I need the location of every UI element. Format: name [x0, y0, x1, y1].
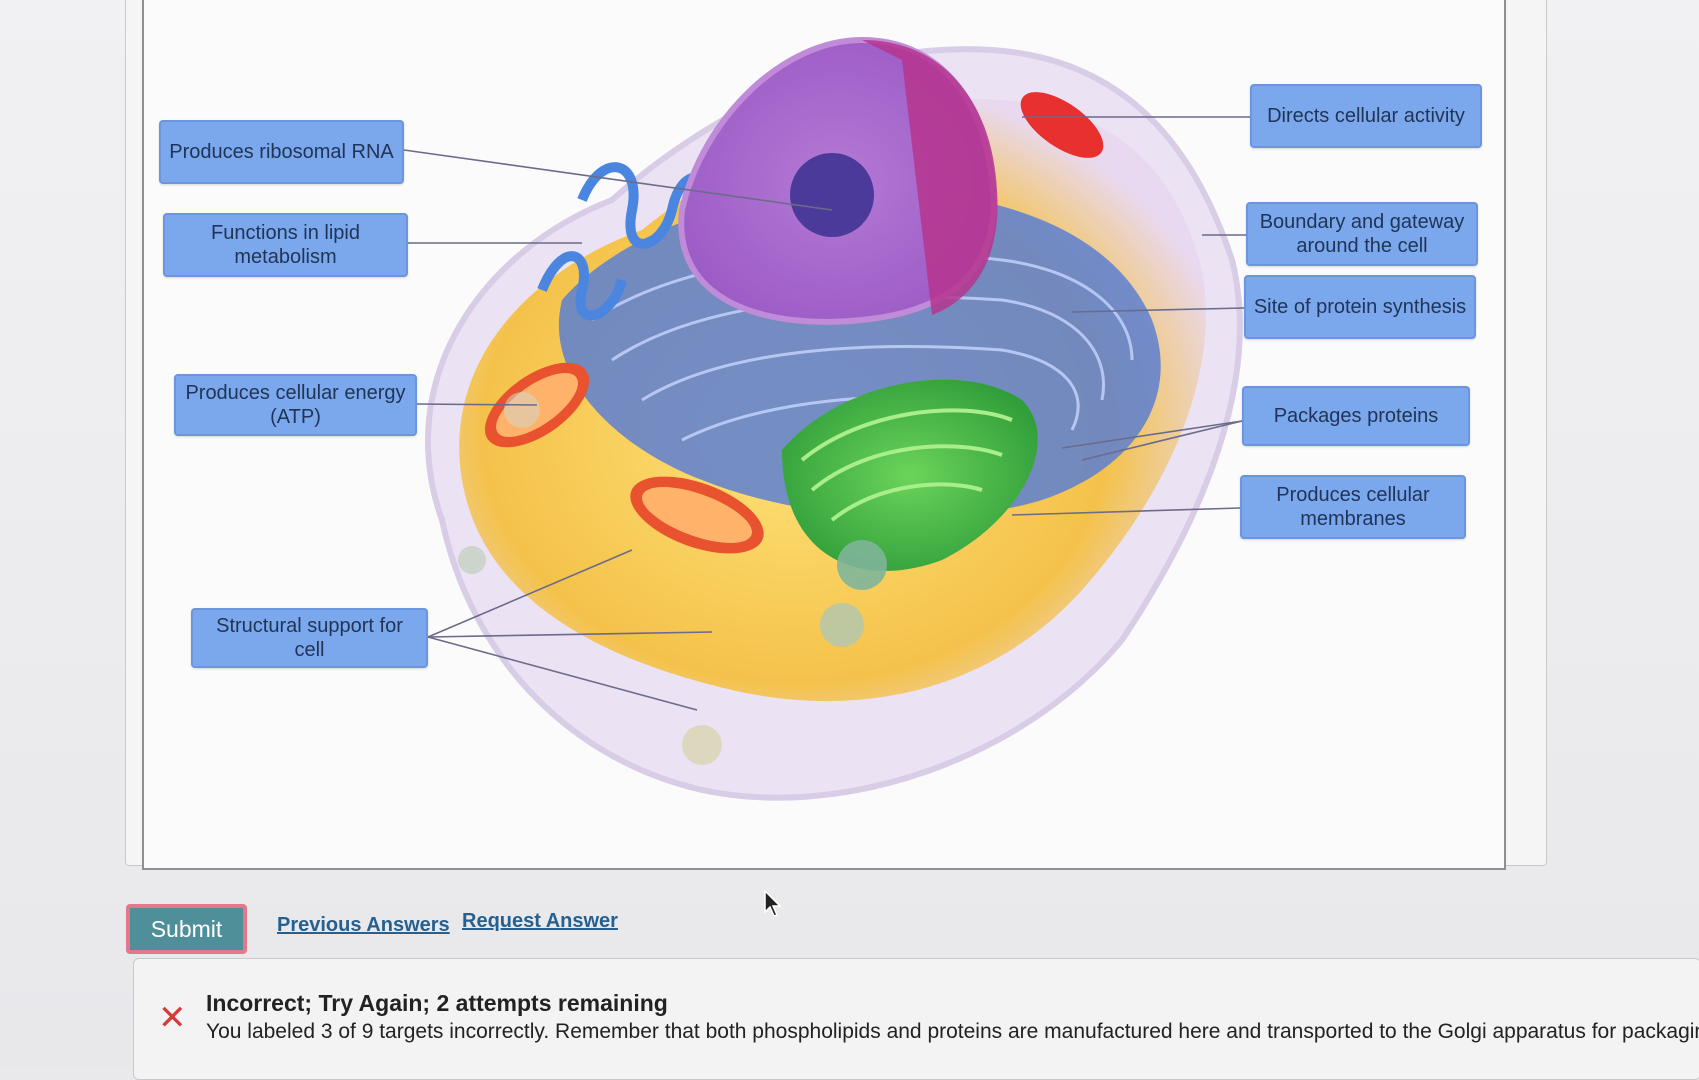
request-answer-link[interactable]: Request Answer	[462, 910, 618, 932]
feedback-title: Incorrect; Try Again; 2 attempts remaini…	[206, 990, 668, 1016]
golgi-apparatus	[782, 379, 1038, 571]
mouse-cursor-icon	[764, 890, 782, 917]
submit-button[interactable]: Submit	[126, 904, 247, 954]
label-produces-cellular-membranes[interactable]: Produces cellular membranes	[1240, 475, 1466, 539]
label-produces-cellular-energy[interactable]: Produces cellular energy (ATP)	[174, 374, 417, 436]
feedback-message: You labeled 3 of 9 targets incorrectly. …	[206, 1020, 1699, 1043]
feedback-panel	[133, 958, 1699, 1080]
animal-cell-illustration	[403, 36, 1250, 801]
previous-answers-link[interactable]: Previous Answers	[277, 914, 450, 936]
x-icon: ✕	[158, 999, 187, 1037]
label-site-of-protein-synthesis[interactable]: Site of protein synthesis	[1244, 275, 1476, 339]
label-packages-proteins[interactable]: Packages proteins	[1242, 386, 1470, 446]
label-produces-ribosomal-rna[interactable]: Produces ribosomal RNA	[159, 120, 404, 184]
label-boundary-and-gateway[interactable]: Boundary and gateway around the cell	[1246, 202, 1478, 266]
label-functions-in-lipid-metabolism[interactable]: Functions in lipid metabolism	[163, 213, 408, 277]
label-directs-cellular-activity[interactable]: Directs cellular activity	[1250, 84, 1482, 148]
label-structural-support[interactable]: Structural support for cell	[191, 608, 428, 668]
nucleolus	[790, 153, 874, 237]
leader-lines	[403, 116, 1250, 711]
